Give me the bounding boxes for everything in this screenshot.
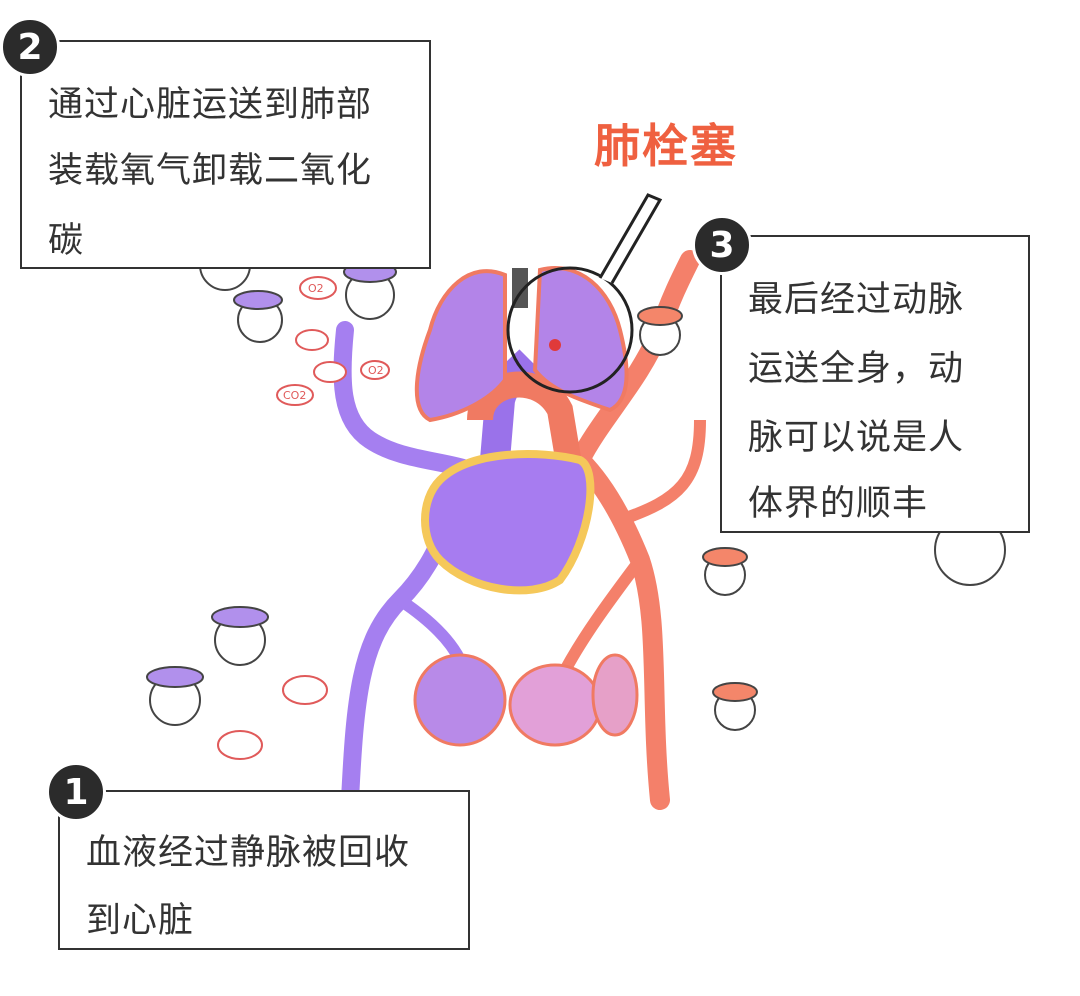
magnifier-handle [598,193,663,284]
magnifier-lens [506,266,634,394]
step-3-box: 最后经过动脉 运送全身，动 脉可以说是人 体界的顺丰 [720,235,1030,533]
diagram-title: 肺栓塞 [594,119,738,173]
step-1-line: 血液经过静脉被回收 [86,833,411,873]
step-2-box: 通过心脏运送到肺部 装载氧气卸载二氧化 碳 [20,40,431,269]
step-2-line: 碳 [48,221,85,261]
left-lung [414,269,507,423]
o2-label: O2 [368,364,384,377]
step-3-line: 运送全身，动 [748,349,965,389]
purple-characters [146,229,397,726]
co2-label: CO2 [283,389,306,402]
stomach [508,663,602,747]
step-1-box: 血液经过静脉被回收 到心脏 [58,790,470,950]
vein-branch [396,595,466,663]
o2-label: O2 [308,282,324,295]
embolism-spot [549,339,561,351]
blood-cells [217,276,390,760]
step-3-badge: 3 [692,215,752,275]
liver [413,653,507,747]
step-1-line: 到心脏 [86,901,195,941]
step-3-line: 最后经过动脉 [748,280,965,320]
kidney [591,653,639,737]
step-2-badge: 2 [0,17,60,77]
aorta-arch [467,371,583,473]
heart [421,450,595,595]
step-2-line: 装载氧气卸载二氧化 [48,151,373,191]
step-3-line: 体界的顺丰 [748,484,929,524]
step-3-line: 脉可以说是人 [748,418,965,458]
step-2-line: 通过心脏运送到肺部 [48,85,373,125]
step-1-badge: 1 [46,762,106,822]
